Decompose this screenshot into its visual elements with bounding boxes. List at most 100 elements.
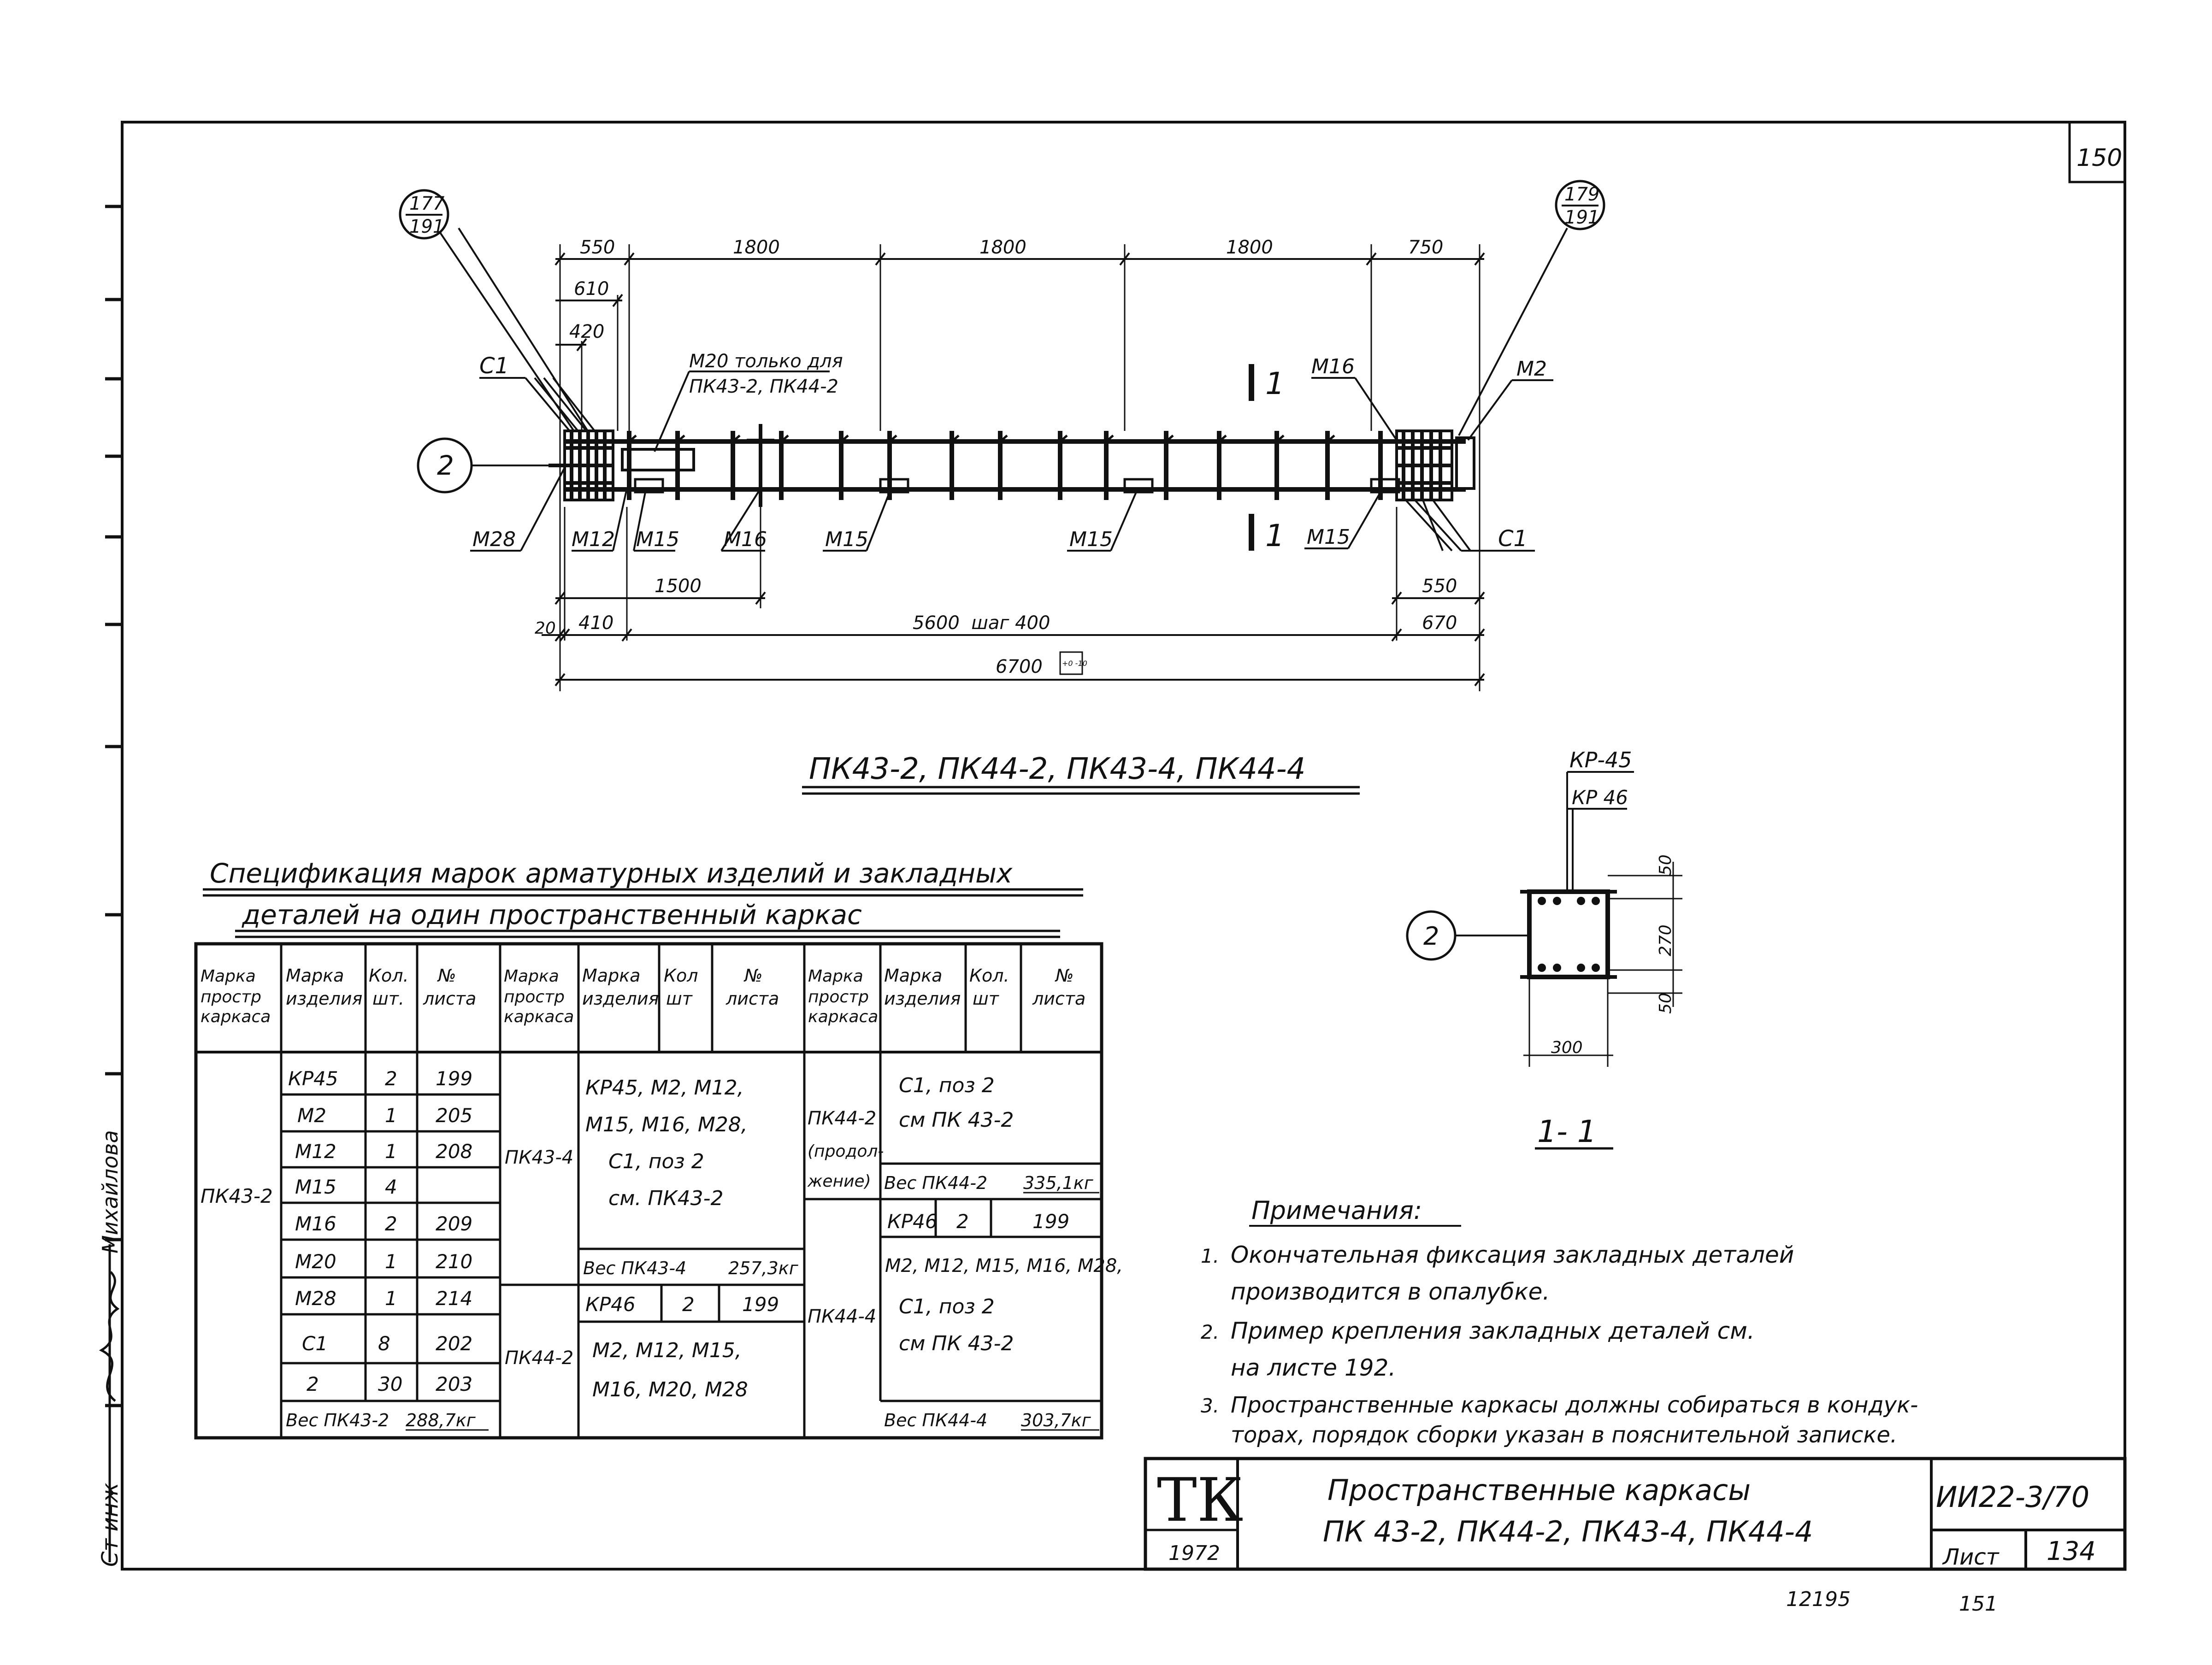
dim-610: 610 xyxy=(574,278,609,300)
svg-text:С1: С1 xyxy=(302,1332,328,1355)
svg-text:№: № xyxy=(1055,965,1074,986)
pk43-2-name: ПК43-2 xyxy=(201,1185,273,1207)
svg-text:30: 30 xyxy=(378,1373,402,1395)
label-m15-a: М15 xyxy=(636,528,679,551)
label-m16: М16 xyxy=(724,528,767,551)
svg-text:М28: М28 xyxy=(295,1287,336,1310)
dim-top-1800-a: 1800 xyxy=(733,237,780,258)
label-c1-right: С1 xyxy=(1498,526,1528,552)
bottom-number-left: 12195 xyxy=(1786,1588,1851,1611)
dim-6700: 6700 xyxy=(996,656,1043,677)
note-m20-line1: М20 только для xyxy=(689,351,843,372)
svg-text:199: 199 xyxy=(742,1293,779,1316)
note-m20-line2: ПК43-2, ПК44-2 xyxy=(689,376,838,397)
svg-text:2: 2 xyxy=(385,1212,397,1235)
svg-text:М20: М20 xyxy=(295,1250,336,1273)
pk43-2-weight: 288,7кг xyxy=(406,1410,476,1430)
stamp-sheet-label: Лист xyxy=(1942,1544,2000,1570)
svg-text:КР46: КР46 xyxy=(585,1293,636,1316)
svg-text:Марка: Марка xyxy=(884,965,942,986)
svg-text:торах, порядок сборки указан в: торах, порядок сборки указан в пояснител… xyxy=(1231,1422,1897,1448)
svg-text:Кол.: Кол. xyxy=(969,965,1009,986)
svg-text:изделия: изделия xyxy=(884,988,961,1009)
svg-text:(продол-: (продол- xyxy=(808,1142,884,1161)
svg-text:листа: листа xyxy=(1032,988,1085,1009)
section-kr46: КР 46 xyxy=(1572,786,1628,809)
stamp-title-1: Пространственные каркасы xyxy=(1327,1473,1751,1507)
svg-text:производится в опалубке.: производится в опалубке. xyxy=(1231,1278,1550,1305)
svg-text:3.: 3. xyxy=(1201,1394,1219,1417)
stamp-year: 1972 xyxy=(1168,1541,1220,1565)
dim-300: 300 xyxy=(1551,1038,1583,1057)
svg-text:шт.: шт. xyxy=(372,988,404,1009)
svg-text:203: 203 xyxy=(436,1373,472,1395)
svg-text:Пример крепления закладных дет: Пример крепления закладных деталей см. xyxy=(1231,1318,1755,1344)
bottom-number-right: 151 xyxy=(1959,1592,1998,1616)
section-mark-bottom: 1 xyxy=(1265,518,1285,553)
svg-text:простр: простр xyxy=(808,988,869,1006)
svg-text:листа: листа xyxy=(423,988,476,1009)
svg-text:2: 2 xyxy=(956,1210,969,1233)
dim-top-750: 750 xyxy=(1408,237,1443,258)
section-mark-top: 1 xyxy=(1265,366,1285,401)
dim-top-550: 550 xyxy=(580,237,615,258)
svg-text:С1, поз 2: С1, поз 2 xyxy=(608,1150,704,1173)
svg-text:2: 2 xyxy=(437,450,454,481)
svg-text:2.: 2. xyxy=(1201,1321,1219,1343)
row-item: КР45 xyxy=(288,1067,338,1090)
svg-text:см ПК 43-2: см ПК 43-2 xyxy=(899,1332,1014,1355)
svg-text:2: 2 xyxy=(385,1067,397,1090)
svg-text:М15, М16, М28,: М15, М16, М28, xyxy=(585,1113,748,1136)
svg-text:С1, поз 2: С1, поз 2 xyxy=(899,1074,995,1097)
svg-text:1: 1 xyxy=(385,1250,397,1273)
pk44-2-cont-name: ПК44-2 xyxy=(808,1108,876,1129)
svg-text:каркаса: каркаса xyxy=(504,1007,574,1026)
svg-text:199: 199 xyxy=(1032,1210,1069,1233)
main-elevation: 1 1 550 1800 1800 1800 750 xyxy=(399,180,1605,795)
left-margin-ticks xyxy=(105,205,122,1407)
svg-text:205: 205 xyxy=(436,1104,472,1127)
svg-text:М2, М12, М15,: М2, М12, М15, xyxy=(592,1339,742,1362)
margin-label-engineer: Ст инж xyxy=(97,1483,123,1567)
dim-1500: 1500 xyxy=(655,576,702,597)
svg-text:177: 177 xyxy=(409,193,445,214)
notes: Примечания: 1. Окончательная фиксация за… xyxy=(1201,1196,1918,1448)
svg-text:М2: М2 xyxy=(297,1104,326,1127)
svg-text:179: 179 xyxy=(1564,184,1599,205)
dim-420: 420 xyxy=(569,321,604,342)
label-c1-left: С1 xyxy=(479,353,509,379)
svg-text:шт: шт xyxy=(973,988,1000,1009)
svg-text:М16, М20, М28: М16, М20, М28 xyxy=(592,1378,748,1401)
pk44-4-weight: 303,7кг xyxy=(1021,1410,1091,1430)
pk44-4-name: ПК44-4 xyxy=(808,1306,876,1327)
title-block: ТК 1972 Пространственные каркасы ПК 43-2… xyxy=(1144,1457,2127,1571)
svg-text:8: 8 xyxy=(378,1332,390,1355)
svg-text:4: 4 xyxy=(385,1176,397,1198)
dim-top-1800-b: 1800 xyxy=(979,237,1026,258)
svg-text:изделия: изделия xyxy=(286,988,362,1009)
svg-text:простр: простр xyxy=(504,988,565,1006)
svg-text:изделия: изделия xyxy=(582,988,659,1009)
pk44-4-weight-label: Вес ПК44-4 xyxy=(884,1410,987,1430)
stamp-code: ИИ22-3/70 xyxy=(1936,1480,2089,1514)
dim-20: 20 xyxy=(535,619,556,638)
svg-text:1: 1 xyxy=(385,1140,397,1163)
label-m16-right: М16 xyxy=(1311,355,1355,378)
pk43-4-weight: 257,3кг xyxy=(728,1258,799,1278)
svg-text:209: 209 xyxy=(436,1212,472,1235)
stamp-title-2: ПК 43-2, ПК44-2, ПК43-4, ПК44-4 xyxy=(1323,1515,1813,1548)
hdr-mark-frame: Марка xyxy=(201,967,256,986)
svg-text:2: 2 xyxy=(1423,922,1439,951)
spec-title-2: деталей на один пространственный каркас xyxy=(242,899,862,930)
section-kr45: КР-45 xyxy=(1569,747,1632,772)
label-m15-b: М15 xyxy=(825,528,868,551)
svg-text:на листе 192.: на листе 192. xyxy=(1231,1354,1396,1381)
svg-text:1: 1 xyxy=(385,1287,397,1310)
stamp-logo: ТК xyxy=(1157,1465,1243,1535)
pk44-2-weight: 335,1кг xyxy=(1023,1173,1094,1193)
svg-text:М12: М12 xyxy=(295,1140,336,1163)
sheet-frame xyxy=(121,121,2126,1571)
svg-text:199: 199 xyxy=(436,1067,472,1090)
section-title: 1- 1 xyxy=(1537,1114,1597,1149)
